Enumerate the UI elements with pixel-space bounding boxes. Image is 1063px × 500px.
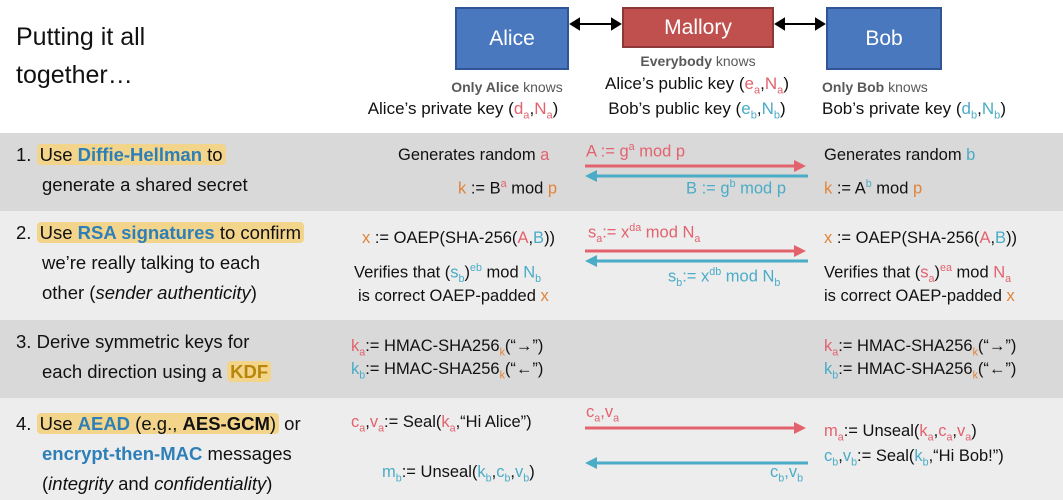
alice-box: Alice xyxy=(455,7,569,70)
mallory-box: Mallory xyxy=(622,7,774,48)
everybody-caption: Everybody knows xyxy=(640,53,756,69)
alice-private-key: Alice’s private key (da,Na) xyxy=(367,99,559,122)
bob-k-compute: k := Ab mod p xyxy=(824,178,923,198)
bob-ka-derive: ka:= HMAC-SHA256k(“→”) xyxy=(824,337,1017,359)
bob-seal: cb,vb:= Seal(kb,“Hi Bob!”) xyxy=(824,447,1004,469)
only-alice-caption: Only Alice knows xyxy=(451,79,563,95)
slide-title: Putting it all together… xyxy=(16,23,146,89)
alice-verifies: Verifies that (sb)eb mod Nb xyxy=(354,262,542,285)
step-2-text: 2. Use RSA signatures to confirm we’re r… xyxy=(16,218,305,308)
bob-unseal: ma:= Unseal(ka,ca,va) xyxy=(824,422,977,444)
bob-correct-oaep: is correct OAEP-padded x xyxy=(824,287,1015,305)
alice-k-compute: k := Ba mod p xyxy=(458,178,558,198)
only-bob-caption: Only Bob knows xyxy=(822,79,928,95)
row-band-3 xyxy=(0,320,1063,398)
dh-msg-B: B := gb mod p xyxy=(686,178,786,198)
alice-kb-derive: kb:= HMAC-SHA256k(“←”) xyxy=(351,360,544,382)
bob-verifies: Verifies that (sa)ea mod Na xyxy=(824,262,1012,285)
alice-ka-derive: ka:= HMAC-SHA256k(“→”) xyxy=(351,337,544,359)
alice-mallory-arrow xyxy=(569,17,622,31)
step-3-text: 3. Derive symmetric keys for each direct… xyxy=(16,327,272,387)
bob-generates-b: Generates random b xyxy=(824,146,976,164)
alice-unseal: mb:= Unseal(kb,cb,vb) xyxy=(382,463,535,485)
dh-arrow-to-bob xyxy=(585,160,806,172)
dh-msg-A: A := ga mod p xyxy=(586,141,686,161)
rsa-msg-sb: sb:= xdb mod Nb xyxy=(668,266,781,289)
step-4-text: 4. Use AEAD (e.g., AES-GCM) or encrypt-t… xyxy=(16,413,301,494)
bob-x-oaep: x := OAEP(SHA-256(A,B)) xyxy=(824,229,1018,247)
step-1-text: 1. Use Diffie-Hellman to generate a shar… xyxy=(16,144,248,195)
aead-msg-cb-vb: cb,vb xyxy=(770,463,804,485)
bob-private-key: Bob’s private key (db,Nb) xyxy=(822,99,1006,122)
mallory-bob-arrow xyxy=(774,17,826,31)
rsa-msg-sa: sa:= xda mod Na xyxy=(588,222,701,245)
dh-arrow-to-alice xyxy=(585,170,808,182)
bob-kb-derive: kb:= HMAC-SHA256k(“←”) xyxy=(824,360,1017,382)
aead-msg-ca-va: ca,va xyxy=(586,403,620,425)
alice-public-key: Alice’s public key (ea,Na) xyxy=(605,74,789,97)
aead-arrow-to-bob xyxy=(585,422,806,434)
alice-seal: ca,va:= Seal(ka,“Hi Alice”) xyxy=(351,413,532,435)
alice-generates-a: Generates random a xyxy=(398,146,550,164)
aead-arrow-to-alice xyxy=(585,457,808,469)
bob-box: Bob xyxy=(826,7,942,70)
alice-x-oaep: x := OAEP(SHA-256(A,B)) xyxy=(362,229,556,247)
rsa-arrow-to-bob xyxy=(585,245,806,257)
rsa-arrow-to-alice xyxy=(585,255,808,267)
bob-public-key: Bob’s public key (eb,Nb) xyxy=(608,99,786,122)
alice-correct-oaep: is correct OAEP-padded x xyxy=(358,287,549,305)
